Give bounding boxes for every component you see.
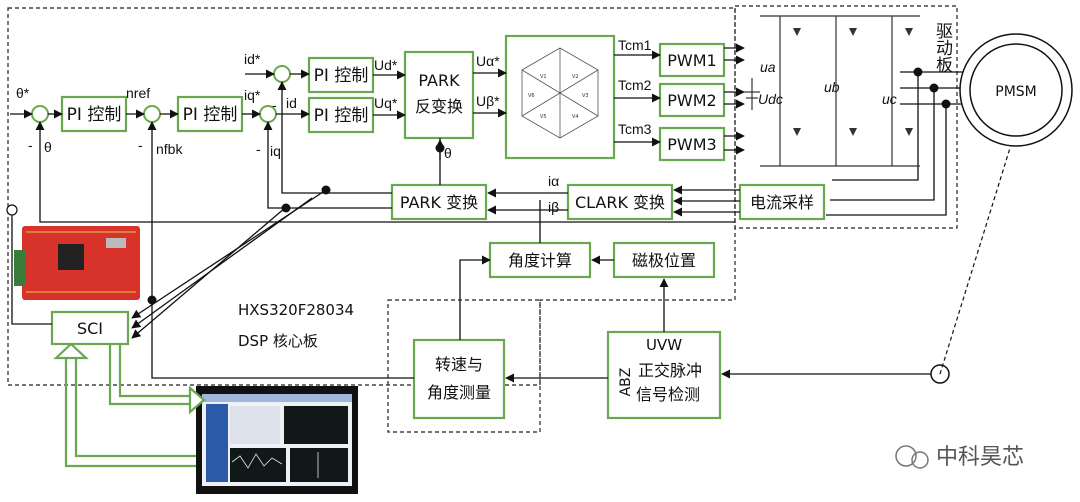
uq-star-label: Uq* [374, 95, 398, 111]
ualpha-label: Uα* [476, 53, 500, 69]
pid-label: PI 控制 [314, 66, 369, 86]
watermark-text: 中科昊芯 [936, 445, 1024, 470]
sum-theta [31, 105, 49, 123]
pulse-label-1: 正交脉冲 [638, 361, 702, 380]
pulse-detect-block [606, 330, 722, 420]
junction-dots [147, 67, 951, 305]
theta-park-label: θ [444, 145, 452, 161]
sci-host-arrows [53, 342, 206, 468]
sci-label: SCI [77, 319, 103, 338]
ua-label: ua [760, 59, 776, 75]
watermark: 中科昊芯 [895, 445, 1024, 470]
udc-label: Udc [758, 91, 783, 107]
tcm1-label: Tcm1 [618, 37, 652, 53]
iq-star-label: iq* [244, 87, 261, 103]
pulse-uvw-label: UVW [646, 336, 682, 354]
sum-speed [143, 105, 161, 123]
park-inverse-block [403, 50, 475, 140]
svg-text:V6: V6 [528, 93, 535, 99]
driver-label: 驱动板 [932, 22, 953, 73]
driver-board-outline [734, 5, 958, 229]
clark-label: CLARK 变换 [575, 193, 665, 212]
tcm2-label: Tcm2 [618, 77, 652, 93]
ialpha-label: iα [548, 173, 559, 189]
ibeta-label: iβ [548, 199, 559, 215]
piq-label: PI 控制 [314, 106, 369, 126]
theta-star-label: θ* [16, 85, 30, 101]
host-software-image [196, 386, 358, 494]
pi1-label: PI 控制 [67, 105, 122, 125]
dev-board-image [14, 226, 140, 300]
svg-text:V5: V5 [540, 114, 547, 120]
park-block [390, 183, 488, 221]
speed-label-1: 转速与 [435, 355, 483, 374]
svg-text:V2: V2 [572, 74, 579, 80]
speed-measure-block [412, 338, 506, 420]
minus-1: - [28, 137, 33, 153]
pi2-label: PI 控制 [183, 105, 238, 125]
park-inv-label-2: 反变换 [415, 97, 463, 116]
svg-text:V1: V1 [540, 74, 547, 80]
pi-block-2 [176, 95, 244, 133]
current-sampling-block [738, 183, 826, 221]
motor-label: PMSM [995, 84, 1037, 100]
dsp-label-2: DSP 核心板 [238, 332, 318, 350]
clark-block [566, 183, 674, 221]
pi-block-q [307, 96, 375, 134]
tcm3-label: Tcm3 [618, 121, 652, 137]
uc-label: uc [882, 91, 897, 107]
minus-4: - [272, 97, 277, 113]
minus-2: - [138, 137, 143, 153]
magnetic-pos-label: 磁极位置 [632, 251, 696, 270]
id-star-label: id* [244, 51, 261, 67]
svg-text:V4: V4 [572, 114, 579, 120]
park-label: PARK 变换 [400, 193, 478, 212]
id-label: id [286, 95, 297, 111]
ud-star-label: Ud* [374, 57, 398, 73]
speed-label-2: 角度测量 [427, 383, 491, 402]
pwm2-label: PWM2 [667, 91, 716, 110]
inverter-bridge [744, 15, 920, 167]
pwm1-label: PWM1 [667, 51, 716, 70]
ubeta-label: Uβ* [476, 93, 500, 109]
svg-text:V3: V3 [582, 93, 589, 99]
angle-calc-label: 角度计算 [508, 251, 572, 270]
dsp-label-1: HXS320F28034 [238, 301, 354, 319]
park-inv-label-1: PARK [418, 71, 460, 90]
nfbk-label: nfbk [156, 141, 183, 157]
svpwm-hexagon-icon: V1 V2 V6 V3 V5 V4 [521, 47, 599, 139]
nref-label: nref [126, 85, 150, 101]
sampling-label: 电流采样 [750, 193, 814, 212]
pwm1-block [658, 42, 726, 78]
sci-block [50, 310, 130, 346]
pwm3-block [658, 126, 726, 162]
pwm3-label: PWM3 [667, 135, 716, 154]
pulse-abz-label: ABZ [618, 368, 634, 397]
dsp-board-outline [7, 7, 736, 386]
pwm2-block [658, 82, 726, 118]
magnetic-pos-block [612, 241, 716, 279]
iq-label: iq [270, 143, 281, 159]
theta-input-terminal [6, 204, 18, 216]
theta-fb-label: θ [44, 139, 52, 155]
speed-region-outline [387, 299, 541, 433]
minus-3: - [256, 141, 261, 157]
motor-inner [969, 43, 1063, 137]
ub-label: ub [824, 79, 840, 95]
pulse-label-2: 信号检测 [636, 385, 700, 404]
sum-id [273, 65, 291, 83]
